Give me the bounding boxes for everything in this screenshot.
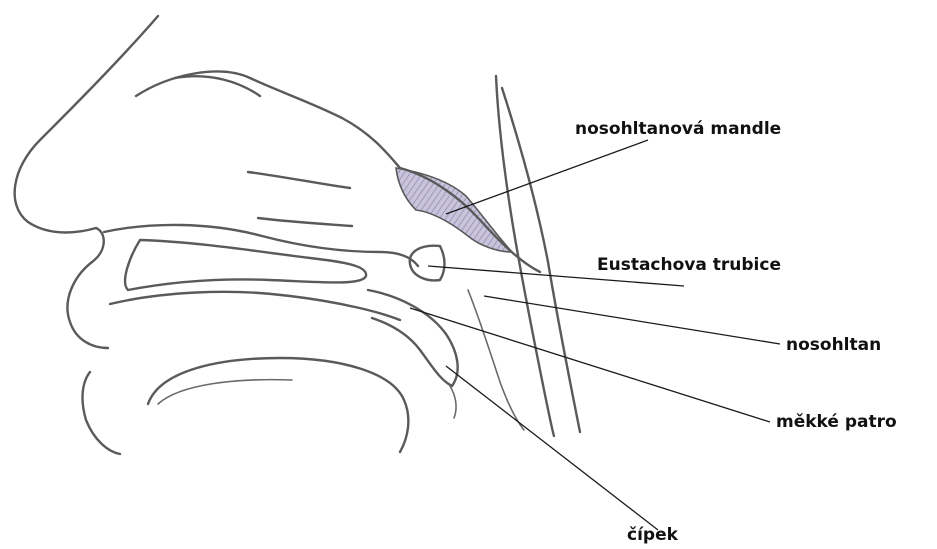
soft-palate-outline <box>368 290 458 386</box>
nasopharynx-leader-line <box>484 296 780 344</box>
hard-palate <box>125 240 366 290</box>
label-nasopharynx: nosohltan <box>786 337 881 354</box>
tongue-outline <box>148 358 408 452</box>
uvula-tip <box>450 386 456 418</box>
palate-lower-curve <box>110 292 400 320</box>
uvula-leader-line <box>446 366 658 530</box>
label-adenoid: nosohltanová mandle <box>575 121 781 138</box>
soft-palate-leader-line <box>410 308 770 422</box>
nostril-outline <box>67 228 108 348</box>
tongue-inner-curve <box>158 380 292 404</box>
nasal-roof-lower <box>175 76 260 96</box>
adenoid-region <box>396 168 512 252</box>
nasal-roof-outline <box>136 72 400 168</box>
adenoid-leader-line <box>446 140 648 214</box>
face-profile-outline <box>15 16 158 233</box>
pharynx-wall-inner <box>468 290 524 430</box>
upper-concha <box>248 172 350 188</box>
middle-concha <box>258 218 352 226</box>
lower-nasal-floor <box>104 225 418 266</box>
lip-outline <box>83 372 120 454</box>
pharynx-wall-front <box>496 76 554 436</box>
label-soft-palate: měkké patro <box>776 414 897 431</box>
label-eustachian-tube: Eustachova trubice <box>597 257 781 274</box>
label-uvula: čípek <box>627 527 678 544</box>
